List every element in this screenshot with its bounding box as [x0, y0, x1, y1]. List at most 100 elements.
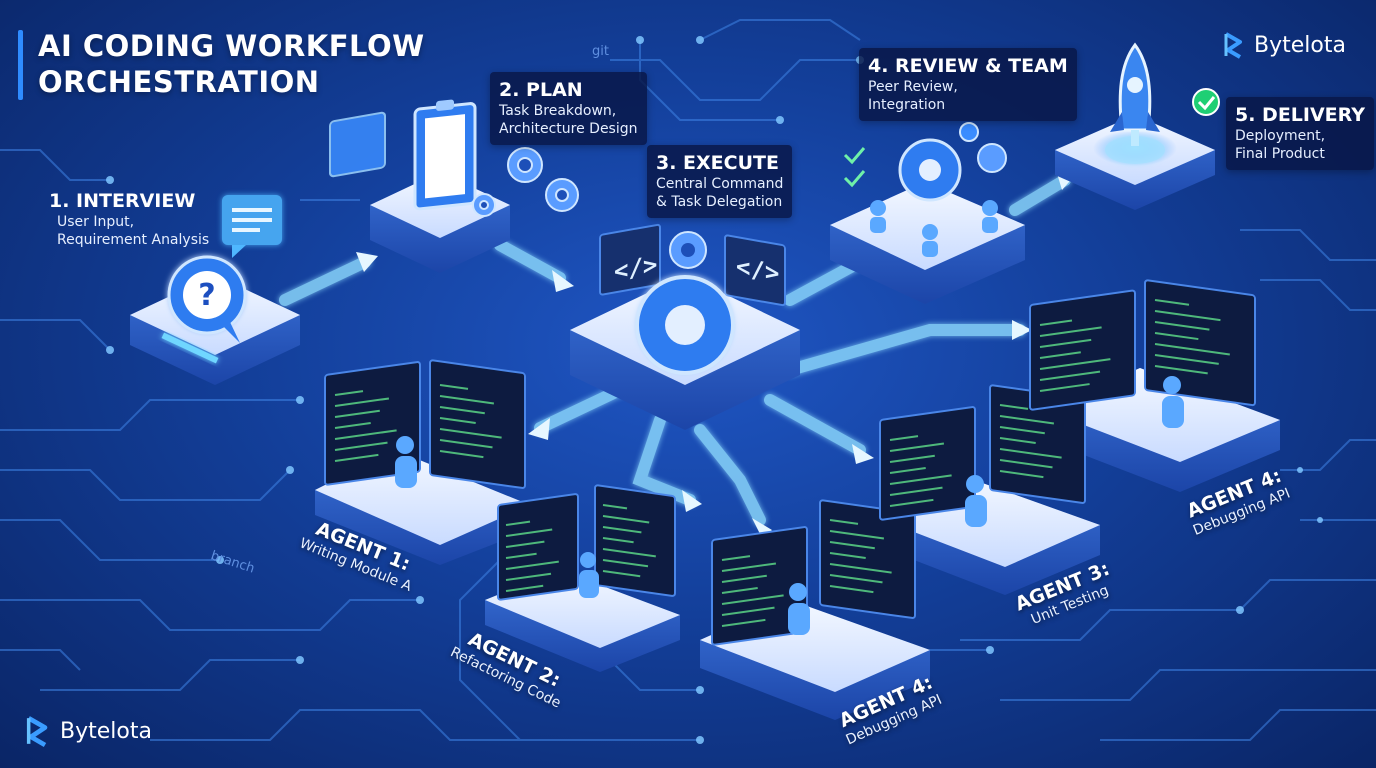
svg-text:?: ?	[198, 278, 215, 313]
question-bubble-icon: ?	[167, 255, 247, 343]
code-line	[829, 585, 874, 594]
code-line	[439, 428, 502, 439]
checklist-icon	[843, 147, 866, 188]
stage-desc-line: Deployment,	[1235, 128, 1326, 144]
code-lines	[334, 299, 1230, 627]
code-line	[721, 606, 775, 616]
chat-message-icon	[222, 195, 282, 258]
code-line	[602, 559, 649, 568]
code-line	[602, 526, 642, 534]
code-line	[334, 409, 380, 418]
code-line	[505, 520, 531, 526]
code-line	[829, 563, 892, 574]
title-line-2: ORCHESTRATION	[38, 65, 320, 99]
agent-monitors	[324, 223, 1256, 646]
brand-name-top: Bytelota	[1254, 32, 1346, 58]
code-line	[829, 541, 875, 550]
code-line	[1039, 319, 1073, 326]
code-line	[334, 429, 397, 440]
code-line	[334, 441, 388, 451]
code-line	[602, 570, 641, 578]
code-line	[505, 528, 553, 537]
code-line	[999, 404, 1029, 410]
stage-heading: 3. EXECUTE	[656, 152, 779, 174]
code-line	[505, 560, 559, 570]
title-accent-bar	[18, 30, 23, 100]
stage-heading: 4. REVIEW & TEAM	[868, 55, 1068, 77]
code-line	[439, 439, 493, 449]
code-line	[334, 453, 379, 462]
stage-delivery-label: 5. DELIVERY Deployment, Final Product	[1226, 97, 1375, 170]
code-line	[889, 474, 952, 485]
code-line	[721, 555, 751, 561]
code-line	[999, 426, 1045, 435]
code-line	[721, 574, 767, 583]
code-line	[889, 467, 926, 474]
code-line	[829, 530, 885, 540]
code-line	[721, 562, 777, 572]
code-line	[1154, 343, 1230, 356]
stage-execute-label: 3. EXECUTE Central Command & Task Delega…	[647, 145, 793, 218]
review-team-icons	[870, 138, 1007, 257]
stage-heading: 5. DELIVERY	[1235, 104, 1366, 126]
code-line	[334, 397, 390, 407]
code-line	[439, 450, 484, 459]
central-gear-icon	[635, 231, 735, 375]
code-line	[505, 540, 545, 548]
code-line	[334, 390, 364, 396]
code-line	[334, 422, 371, 429]
stage-desc-line: User Input,	[57, 214, 135, 230]
code-line	[439, 395, 495, 405]
code-line	[602, 504, 628, 510]
stage-plan-label: 2. PLAN Task Breakdown, Architecture Des…	[490, 72, 647, 145]
stage-heading: 1. INTERVIEW	[49, 190, 196, 212]
code-line	[1154, 365, 1208, 375]
code-line	[1154, 321, 1210, 331]
bytelota-logo-icon	[26, 716, 48, 748]
clipboard-icon	[413, 99, 477, 211]
circuit-nodes	[106, 36, 1323, 744]
agent-figures	[395, 376, 1184, 635]
stage-desc-line: Central Command	[656, 176, 784, 192]
code-line	[721, 618, 766, 627]
code-line	[602, 548, 656, 558]
code-line	[439, 384, 469, 390]
check-badge-icon	[959, 88, 1220, 142]
code-line	[1039, 370, 1101, 381]
code-line	[829, 552, 866, 559]
message-panel-icon	[329, 111, 386, 178]
code-line	[602, 515, 650, 524]
code-line	[1154, 299, 1190, 306]
stage-heading: 2. PLAN	[499, 79, 583, 101]
code-line	[889, 442, 945, 452]
code-line	[1154, 310, 1221, 322]
code-line	[999, 459, 1053, 469]
gear-icon	[472, 147, 579, 217]
code-line	[505, 552, 537, 559]
code-line	[1039, 351, 1081, 359]
rocket-icon	[1105, 42, 1165, 164]
page-title: AI CODING WORKFLOW ORCHESTRATION	[38, 28, 425, 100]
code-line	[1154, 332, 1199, 341]
stage-desc-line: Peer Review,	[868, 79, 958, 95]
code-line	[829, 574, 883, 584]
code-line	[1039, 358, 1111, 370]
code-line	[721, 594, 784, 605]
stage-interview-label: 1. INTERVIEW User Input, Requirement Ana…	[40, 183, 218, 256]
git-label: git	[592, 44, 609, 59]
code-line	[999, 415, 1055, 425]
code-line	[1039, 326, 1102, 337]
bytelota-logo-icon	[1224, 32, 1242, 59]
stage-desc-line: Final Product	[1235, 146, 1325, 162]
stage-desc-line: & Task Delegation	[656, 194, 783, 210]
stage-desc-line: Requirement Analysis	[57, 232, 210, 248]
code-line	[999, 437, 1036, 444]
code-line	[602, 537, 634, 544]
code-line	[1154, 354, 1219, 365]
code-line	[999, 470, 1044, 479]
title-line-1: AI CODING WORKFLOW	[38, 29, 425, 63]
code-line	[439, 406, 485, 415]
brand-logo-top: Bytelota	[1222, 30, 1346, 60]
